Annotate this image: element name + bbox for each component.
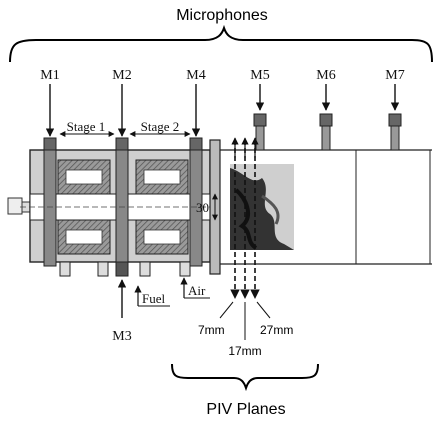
air-label: Air <box>188 283 206 298</box>
combustor-body <box>7 137 221 277</box>
plane-27mm-label: 27mm <box>260 323 293 337</box>
mic-label-m2: M2 <box>112 68 131 83</box>
stage1-label: Stage 1 <box>67 119 106 134</box>
fuel-label: Fuel <box>142 291 166 306</box>
mic-label-m7: M7 <box>385 68 404 83</box>
piv-leaders <box>219 301 271 340</box>
combustion-duct <box>220 113 432 265</box>
piv-plane-heads <box>231 137 259 158</box>
piv-planes <box>230 140 260 299</box>
microphones-title: Microphones <box>176 7 268 24</box>
plane-7mm-label: 7mm <box>198 323 225 337</box>
dim-30-label: 30 <box>196 200 209 215</box>
stage2-label: Stage 2 <box>141 119 180 134</box>
mic-label-m1: M1 <box>40 68 59 83</box>
piv-brace <box>171 363 319 392</box>
mic-label-m4: M4 <box>186 68 205 83</box>
plane-17mm-label: 17mm <box>228 344 261 358</box>
microphones-brace <box>9 24 433 63</box>
mic-label-m5: M5 <box>250 68 269 83</box>
mic-label-m3: M3 <box>112 329 131 344</box>
mic-arrows <box>45 84 400 137</box>
piv-planes-title: PIV Planes <box>206 401 285 418</box>
mic-label-m6: M6 <box>316 68 335 83</box>
